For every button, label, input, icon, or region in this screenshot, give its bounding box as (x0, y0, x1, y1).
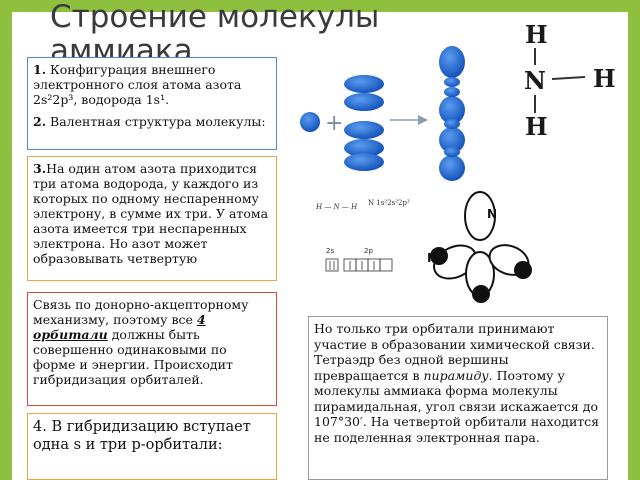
item-3-num: 3. (33, 161, 47, 176)
plus-sign: + (325, 111, 343, 136)
box-pyramid-shape: Но только три орбитали принимают участие… (308, 316, 608, 480)
s-orbital (300, 112, 320, 132)
hybrid-orbital-2 (439, 87, 465, 124)
hybridization-text: 4. В гибридизацию вступает одна s и три … (33, 419, 251, 453)
h-atom-right (514, 261, 532, 279)
hybrid-orbital-1 (439, 46, 465, 87)
p-orbital-2 (344, 121, 384, 157)
h-atom-left (430, 247, 448, 265)
n-label: N (524, 66, 546, 95)
box-nitrogen-atoms: 3.На один атом азота приходится три атом… (27, 156, 277, 281)
box-hybridization: 4. В гибридизацию вступает одна s и три … (27, 413, 277, 480)
item-2-num: 2. (33, 114, 47, 129)
donor-text-after: должны быть совершенно одинаковыми по фо… (33, 327, 233, 387)
frame-top (0, 0, 640, 12)
pyramid-text-before: Но только три орбитали принимают участие… (314, 321, 595, 383)
pyramid-italic-word: пирамиду (423, 367, 489, 383)
item-1: 1. Конфигурация внешнего электронного сл… (33, 62, 271, 107)
bond-right (551, 76, 586, 80)
config-label: N 1s²2s²2p³ (368, 199, 410, 207)
frame-right (628, 0, 640, 480)
p-orbital-1 (344, 75, 384, 111)
item-2: 2. Валентная структура молекулы: (33, 114, 271, 129)
pyramid-molecule: N H (427, 191, 532, 303)
pyramid-n-label: N (487, 207, 497, 221)
h-bottom-label: H (525, 112, 548, 141)
h-top-label: H (525, 20, 548, 49)
label-2s: 2s (326, 247, 334, 255)
donor-emphasis: 4 орбитали (33, 312, 206, 342)
box-configuration: 1. Конфигурация внешнего электронного сл… (27, 57, 277, 150)
electron-config-diagram: H — N — H N 1s²2s²2p³ 2s 2p (315, 199, 410, 272)
hybrid-orbital-4 (439, 147, 465, 181)
label-2p: 2p (364, 247, 373, 255)
box-donor-acceptor: Связь по донорно-акцепторному механизму,… (27, 292, 277, 406)
h-right-label: H (593, 64, 616, 93)
pyramid-h-label: H (427, 251, 437, 265)
h-atom-center (472, 285, 490, 303)
valence-structure: H N H H (524, 20, 616, 141)
donor-text-before: Связь по донорно-акцепторному механизму,… (33, 297, 249, 327)
item-1-num: 1. (33, 62, 47, 77)
electron-arrows (329, 261, 375, 270)
small-formula: H — N — H (315, 203, 358, 211)
lone-pair-lobe (464, 191, 496, 241)
item-2-text: Валентная структура молекулы: (46, 114, 266, 129)
orbital-diagram: + (300, 46, 465, 181)
page-title: Строение молекулы аммиака (50, 0, 380, 60)
hybrid-orbital-3 (439, 119, 465, 153)
cell-boxes (325, 258, 393, 272)
item-3-text: На один атом азота приходится три атома … (33, 161, 269, 266)
item-1-text: Конфигурация внешнего электронного слоя … (33, 62, 242, 107)
p-orbital-3 (344, 153, 384, 171)
arrow-head (418, 115, 428, 125)
frame-left (0, 0, 12, 480)
pyramid-text-after: . Поэтому у молекулы аммиака форма молек… (314, 367, 600, 445)
